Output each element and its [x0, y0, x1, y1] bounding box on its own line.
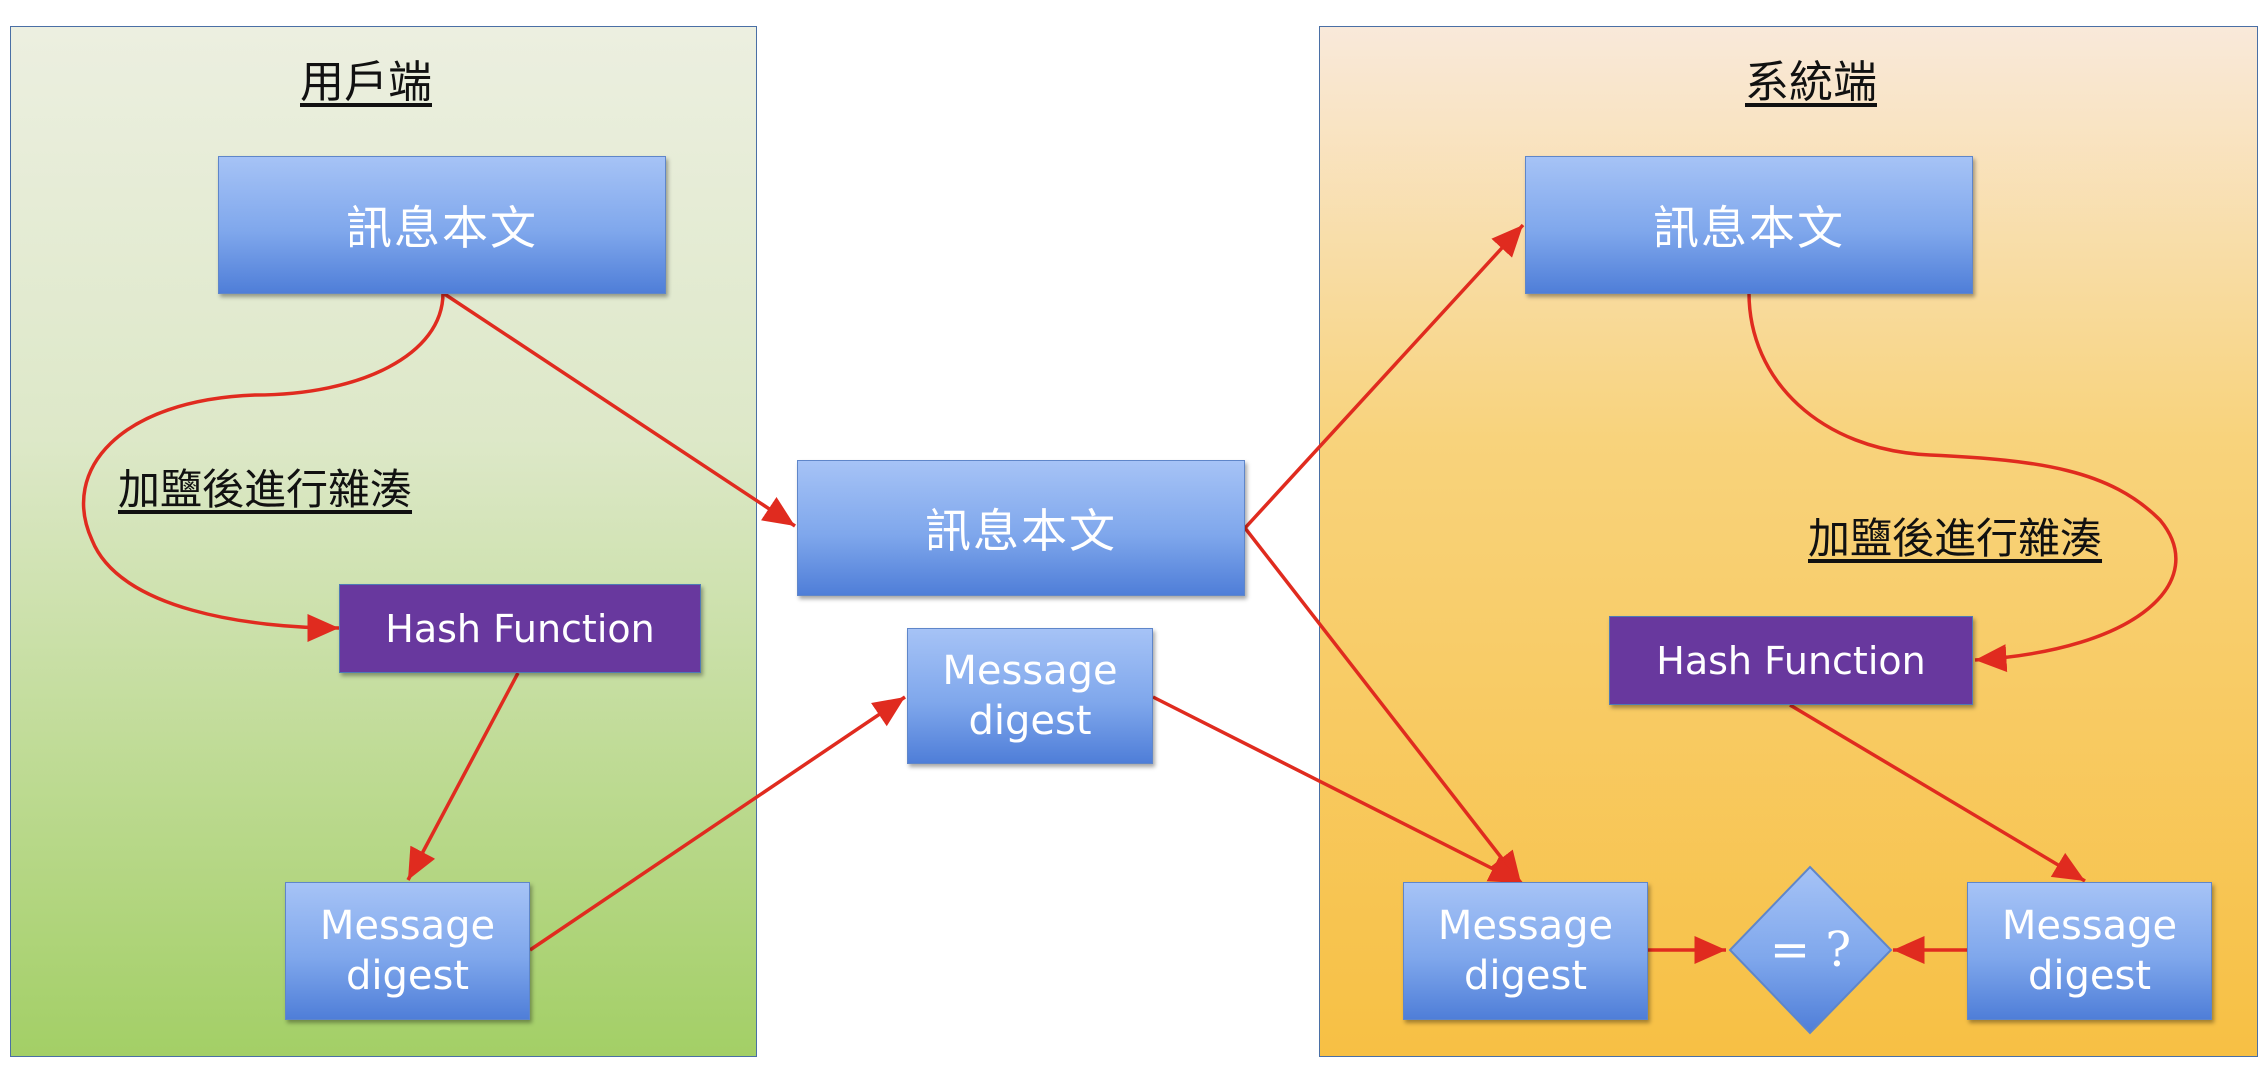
server-computed-digest-box: Message digest	[1967, 882, 2212, 1020]
client-hash-to-digest-arrow	[406, 672, 520, 881]
client-hash-function-box: Hash Function	[339, 584, 701, 673]
server-salt-loop-arrow	[1747, 292, 2178, 673]
server-message-box: 訊息本文	[1525, 156, 1973, 294]
server-received-digest-line2: digest	[1463, 953, 1588, 999]
server-received-digest-line1: Message	[1437, 903, 1614, 949]
server-hash-function-box: Hash Function	[1609, 616, 1973, 705]
server-title: 系統端	[1745, 57, 1877, 108]
transit-digest-line1: Message	[942, 648, 1118, 694]
client-digest-to-transit-digest-arrow	[529, 695, 906, 952]
client-message-box: 訊息本文	[218, 156, 666, 294]
server-computed-digest-line2: digest	[2027, 953, 2152, 999]
client-salt-loop-arrow	[81, 292, 445, 642]
server-salt-note: 加鹽後進行雜湊	[1808, 514, 2103, 563]
transit-to-server-message-arrow	[1243, 223, 1525, 530]
server-computed-digest-line1: Message	[2001, 903, 2178, 949]
transit-message-to-server-digest-arrow	[1243, 526, 1523, 885]
client-digest-line2: digest	[345, 953, 470, 999]
client-title: 用戶端	[300, 57, 432, 108]
client-salt-note: 加鹽後進行雜湊	[118, 465, 413, 514]
transit-message-box: 訊息本文	[797, 460, 1245, 596]
client-digest-box: Message digest	[285, 882, 530, 1020]
server-hash-to-digest-arrow	[1789, 703, 2086, 883]
compare-label: = ?	[1769, 922, 1852, 978]
compare-diamond	[1728, 865, 1893, 1035]
client-digest-line1: Message	[319, 903, 496, 949]
client-to-transit-message-arrow	[442, 291, 796, 528]
server-received-digest-box: Message digest	[1403, 882, 1648, 1020]
transit-digest-box: Message digest	[907, 628, 1153, 764]
transit-digest-line2: digest	[968, 698, 1092, 744]
transit-digest-to-server-digest-arrow	[1152, 695, 1522, 885]
